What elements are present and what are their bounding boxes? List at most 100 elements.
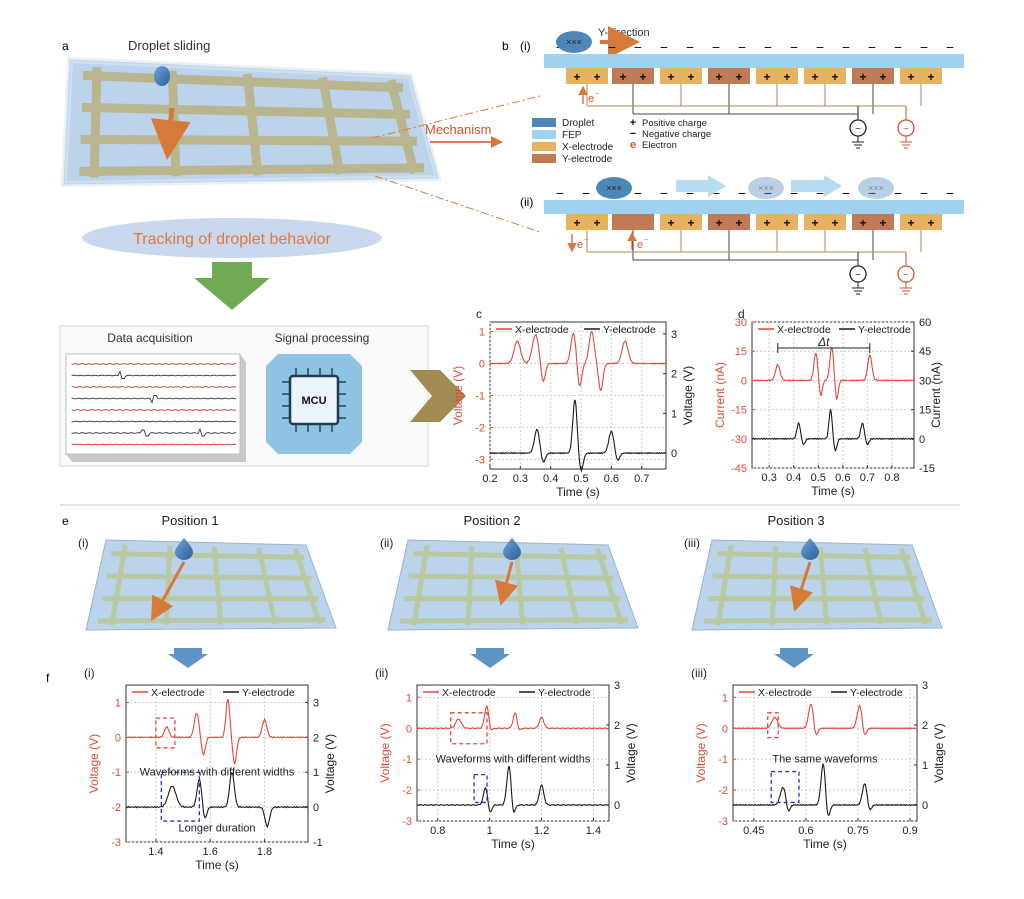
x-axis-label: Time (s) [195, 858, 239, 872]
svg-text:+: + [907, 216, 914, 230]
y-axis-label-right: Voltage (V) [323, 734, 337, 793]
series-line-x-electrode [489, 330, 667, 392]
position-title: Position 1 [161, 513, 218, 528]
svg-text:−: − [738, 185, 746, 201]
svg-text:+: + [667, 216, 674, 230]
y-tick-label-left: -3 [718, 816, 728, 828]
panel-letter-a: a [62, 39, 69, 53]
chart-letter: d [738, 307, 745, 321]
droplet-icon [175, 538, 193, 560]
svg-text:−: − [946, 39, 954, 55]
y-tick-label-right: 0 [671, 448, 677, 460]
y-tick-label-left: 1 [479, 327, 485, 339]
y-direction-label: Y-direction [598, 27, 650, 39]
x-axis-label: Time (s) [811, 484, 855, 498]
series-line-x-electrode [126, 698, 309, 765]
highlight-box [767, 712, 779, 739]
y-tick-label-left: -1 [111, 767, 121, 779]
svg-text:+: + [715, 216, 722, 230]
series-line-y-electrode [732, 762, 918, 817]
y-tick-label-left: 1 [406, 692, 412, 704]
svg-text:−: − [595, 91, 599, 98]
y-tick-label-left: -1 [718, 754, 728, 766]
legend-label: Y-electrode [858, 324, 911, 336]
y-tick-label-right: 15 [919, 405, 931, 417]
y-tick-label-left: 0 [115, 732, 121, 744]
x-tick-label: 0.8 [430, 825, 445, 837]
mcu-label: MCU [301, 395, 326, 407]
svg-text:+: + [573, 216, 580, 230]
y-tick-label-left: 30 [735, 317, 747, 329]
y-tick-label-left: 1 [722, 692, 728, 704]
panel-e: (i)Position 1(ii)Position 2(iii)Position… [78, 513, 943, 668]
droplet-icon [503, 538, 521, 560]
svg-text:−: − [582, 185, 590, 201]
y-tick-label-left: -2 [718, 785, 728, 797]
down-arrow-icon [470, 648, 510, 668]
droplet-icon [801, 538, 819, 560]
down-arrow-icon [774, 648, 814, 668]
svg-text:+: + [879, 216, 886, 230]
svg-text:−: − [790, 185, 798, 201]
x-axis-label: Time (s) [556, 485, 600, 499]
svg-text:−: − [712, 185, 720, 201]
svg-text:Electron: Electron [642, 140, 677, 151]
x-tick-label: 0.6 [835, 472, 850, 484]
signal-processing-label: Signal processing [275, 331, 370, 345]
svg-text:+: + [927, 216, 934, 230]
svg-text:+: + [667, 70, 674, 84]
legend-label: Y-electrode [242, 687, 295, 699]
svg-text:−: − [946, 185, 954, 201]
x-tick-label: 0.5 [811, 472, 826, 484]
y-axis-label-right: Voltage (V) [932, 723, 946, 782]
series-line-y-electrode [416, 766, 610, 813]
position-title: Position 3 [767, 513, 824, 528]
y-tick-label-right: -1 [313, 837, 323, 849]
y-tick-label-right: 0 [922, 800, 928, 812]
svg-text:~: ~ [855, 124, 861, 135]
annotation-label: Waveforms with different widths [140, 767, 295, 779]
svg-text:+: + [859, 70, 866, 84]
svg-text:−: − [816, 185, 824, 201]
svg-text:+: + [593, 70, 600, 84]
y-axis-label-left: Current (nA) [713, 362, 727, 428]
svg-text:−: − [764, 39, 772, 55]
legend-label: X-electrode [442, 687, 496, 699]
svg-text:+: + [763, 216, 770, 230]
tracking-label: Tracking of droplet behavior [133, 231, 331, 248]
panel-letter-b: b [502, 39, 509, 53]
svg-text:−: − [790, 39, 798, 55]
x-tick-label: 0.3 [513, 473, 528, 485]
y-tick-label-left: -2 [111, 802, 121, 814]
annotation-label: The same waveforms [772, 753, 878, 765]
y-tick-label-right: 3 [922, 680, 928, 692]
x-tick-label: 0.3 [762, 472, 777, 484]
svg-text:+: + [831, 70, 838, 84]
position-sub-label: (i) [78, 536, 89, 550]
y-tick-label-left: 0 [479, 359, 485, 371]
svg-text:+: + [783, 216, 790, 230]
svg-text:−: − [634, 39, 642, 55]
svg-text:−: − [644, 237, 648, 244]
x-tick-label: 1.4 [586, 825, 601, 837]
highlight-box [160, 771, 200, 822]
chart-letter: (iii) [691, 666, 707, 680]
svg-text:−: − [894, 185, 902, 201]
mcu-chip-icon: MCU [266, 354, 362, 454]
svg-text:e: e [577, 239, 583, 251]
svg-text:+: + [763, 70, 770, 84]
legend-label: Y-electrode [603, 324, 656, 336]
x-tick-label: 1 [487, 825, 493, 837]
svg-text:−: − [868, 185, 876, 201]
right-arrow-icon [410, 370, 466, 422]
y-tick-label-right: 0 [313, 802, 319, 814]
svg-text:+: + [811, 70, 818, 84]
x-tick-label: 1.4 [148, 846, 163, 858]
legend-label: X-electrode [151, 687, 205, 699]
svg-text:+: + [811, 216, 818, 230]
svg-text:Positive charge: Positive charge [642, 118, 707, 129]
svg-text:+: + [639, 70, 646, 84]
y-tick-label-right: 2 [313, 732, 319, 744]
